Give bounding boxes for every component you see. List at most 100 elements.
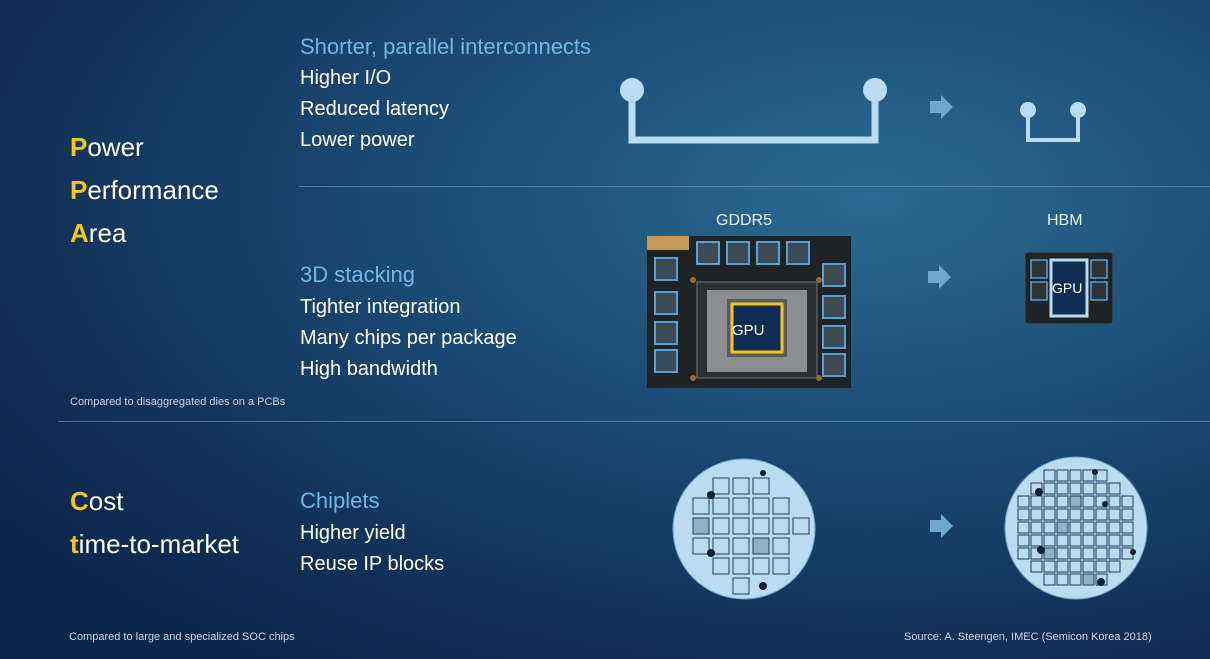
wafer-die — [1043, 495, 1056, 508]
wafer-die — [1069, 469, 1082, 482]
wafer-die — [1043, 534, 1056, 547]
section-title-stacking: 3D stacking — [300, 262, 415, 287]
wafer-die — [1069, 482, 1082, 495]
wafer-die — [712, 497, 730, 515]
wafer-die — [1030, 560, 1043, 573]
wafer-die — [712, 477, 730, 495]
cost-line-ttm: time-to-market — [70, 531, 239, 557]
wafer-small-dies — [1004, 456, 1148, 600]
wafer-die — [1082, 521, 1095, 534]
wafer-die — [772, 557, 790, 575]
hbm-gpu-label: GPU — [1052, 280, 1083, 296]
ppa-initial-power: P — [70, 132, 88, 162]
ppa-rest-power: ower — [87, 132, 144, 162]
wafer-die — [1056, 534, 1069, 547]
section-title-interconnects: Shorter, parallel interconnects — [300, 34, 592, 59]
wafer-die — [712, 537, 730, 555]
wafer-die — [1056, 573, 1069, 586]
wafer-die — [1108, 560, 1121, 573]
wafer-die — [732, 517, 750, 535]
wafer-die — [1121, 495, 1134, 508]
wafer-die — [1056, 521, 1069, 534]
right-arrow-icon — [930, 95, 953, 119]
wafer-die — [1082, 560, 1095, 573]
gddr5-gpu-label: GPU — [732, 322, 765, 339]
wafer-die — [1043, 521, 1056, 534]
cost-footnote: Compared to large and specialized SOC ch… — [69, 631, 295, 643]
wafer-die — [732, 557, 750, 575]
cost-rest-cost: ost — [88, 486, 124, 516]
wafer-die — [1030, 508, 1043, 521]
ppa-line-area: Area — [70, 220, 126, 246]
hbm-package-image — [1025, 252, 1113, 324]
wafer-die — [712, 557, 730, 575]
wafer-die — [1043, 573, 1056, 586]
wafer-die — [1017, 495, 1030, 508]
wafer-die — [1095, 560, 1108, 573]
wafer-die — [1108, 521, 1121, 534]
ppa-line-power: Power — [70, 134, 144, 160]
wafer-die — [1043, 560, 1056, 573]
wafer-die — [1082, 573, 1095, 586]
source-citation: Source: A. Steengen, IMEC (Semicon Korea… — [904, 631, 1152, 643]
bullet-high-bandwidth: High bandwidth — [300, 358, 438, 380]
wafer-die — [1017, 521, 1030, 534]
bullet-higher-io: Higher I/O — [300, 67, 392, 89]
wafer-die — [1082, 495, 1095, 508]
ppa-rest-performance: erformance — [87, 175, 219, 205]
wafer-die — [752, 517, 770, 535]
wafer-die — [1069, 547, 1082, 560]
wafer-die — [752, 537, 770, 555]
wafer-die — [1017, 547, 1030, 560]
cost-initial-cost: C — [70, 486, 89, 516]
wafer-die — [1108, 508, 1121, 521]
wafer-die — [1030, 534, 1043, 547]
wafer-die — [1121, 534, 1134, 547]
wafer-die — [1043, 508, 1056, 521]
wafer-large-dies — [672, 458, 816, 600]
cost-line-cost: Cost — [70, 488, 123, 514]
wafer-die — [1095, 521, 1108, 534]
wafer-die — [692, 517, 710, 535]
right-arrow-icon — [930, 514, 953, 538]
ppa-rest-area: rea — [88, 218, 127, 248]
bullet-reuse-ip: Reuse IP blocks — [300, 553, 445, 575]
long-interconnect-diagram — [620, 78, 887, 144]
wafer-die — [1069, 573, 1082, 586]
wafer-die — [1108, 534, 1121, 547]
bullet-higher-yield: Higher yield — [300, 522, 406, 544]
short-interconnect-diagram — [1020, 102, 1086, 142]
wafer-die — [1030, 521, 1043, 534]
wafer-die — [1017, 508, 1030, 521]
ppa-initial-area: A — [70, 218, 89, 248]
divider-bottom — [58, 421, 1210, 422]
wafer-die — [1095, 482, 1108, 495]
wafer-die — [692, 537, 710, 555]
wafer-die — [1056, 547, 1069, 560]
wafer-die — [1043, 482, 1056, 495]
wafer-die — [772, 517, 790, 535]
wafer-die — [1108, 547, 1121, 560]
gddr5-board-image — [647, 236, 851, 388]
wafer-die — [772, 537, 790, 555]
wafer-die — [1095, 469, 1108, 482]
cost-initial-ttm: t — [70, 529, 79, 559]
wafer-die — [732, 497, 750, 515]
wafer-die — [1030, 495, 1043, 508]
wafer-die — [1082, 508, 1095, 521]
wafer-die — [1069, 560, 1082, 573]
wafer-die — [1095, 534, 1108, 547]
ppa-initial-performance: P — [70, 175, 88, 205]
wafer-die — [1043, 547, 1056, 560]
wafer-die — [1069, 534, 1082, 547]
wafer-die — [752, 477, 770, 495]
wafer-die — [752, 497, 770, 515]
wafer-die — [1121, 508, 1134, 521]
wafer-die — [1095, 508, 1108, 521]
wafer-die — [1056, 495, 1069, 508]
cost-rest-ttm: ime-to-market — [78, 529, 240, 559]
bullet-tighter-integration: Tighter integration — [300, 296, 461, 318]
wafer-die — [1082, 547, 1095, 560]
wafer-die — [1082, 482, 1095, 495]
wafer-die — [1069, 521, 1082, 534]
